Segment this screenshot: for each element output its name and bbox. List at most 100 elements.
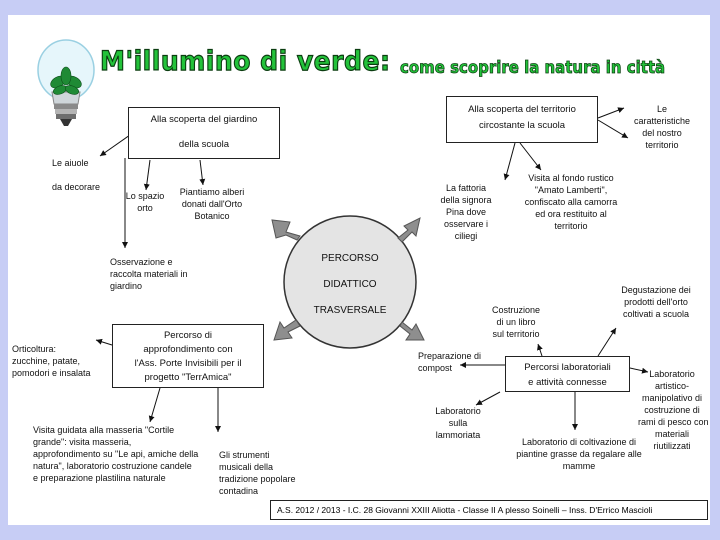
note-fondo-line: Visita al fondo rustico	[528, 173, 614, 183]
note-masseria-line: Visita guidata alla masseria "Cortile	[33, 425, 175, 435]
note-osservazione-line: Osservazione e	[110, 257, 173, 267]
note-artistico-line: artistico-	[654, 381, 689, 391]
note-masseria-line: approfondimento su "Le api, amiche della	[33, 449, 199, 459]
note-degustazione-line: prodotti dell'orto	[624, 297, 688, 307]
note-libro-line: di un libro	[496, 317, 536, 327]
note-orticoltura-line: zucchine, patate,	[12, 356, 81, 366]
note-strumenti-line: tradizione popolare	[219, 474, 296, 484]
note-fattoria-line: osservare i	[443, 219, 488, 229]
note-compost-line: Preparazione di	[418, 351, 482, 361]
note-piantine-line: mamme	[562, 461, 596, 471]
note-fondo-line: territorio	[554, 221, 588, 231]
note-osservazione-line: giardino	[110, 281, 143, 291]
note-masseria: Visita guidata alla masseria "Cortile gra…	[33, 424, 198, 484]
center-line-1: PERCORSO	[321, 253, 379, 264]
note-libro: Costruzione di un libro sul territorio	[484, 304, 548, 340]
note-strumenti-line: Gli strumenti	[219, 450, 270, 460]
note-artistico-line: manipolativo di	[641, 393, 703, 403]
labs-box: Percorsi laboratoriali e attività connes…	[505, 356, 630, 392]
note-orticoltura: Orticoltura: zucchine, patate, pomodori e …	[12, 343, 91, 379]
deepening-box-line-4: progetto "TerrAmica"	[144, 372, 232, 383]
note-strumenti-line: contadina	[219, 486, 259, 496]
territory-box-line-1: Alla scoperta del territorio	[468, 104, 576, 115]
center-line-2: DIDATTICO	[323, 279, 377, 290]
arrow-to-territory	[397, 217, 421, 243]
note-caratteristiche-line: territorio	[645, 140, 679, 150]
note-fondo-line: ed ora restituito al	[535, 209, 607, 219]
territory-box: Alla scoperta del territorio circostante…	[446, 96, 598, 143]
note-lammoriata-line: sulla	[448, 418, 468, 428]
note-orto-line: orto	[137, 203, 153, 213]
note-masseria-line: grande": visita masseria,	[33, 437, 132, 447]
labs-box-line-2: e attività connesse	[528, 377, 607, 388]
note-strumenti-line: musicali della	[219, 462, 274, 472]
note-alberi-line: Piantiamo alberi	[179, 187, 245, 197]
note-caratteristiche: Le caratteristiche del nostro territorio	[622, 103, 702, 151]
note-artistico-line: Laboratorio	[649, 369, 695, 379]
note-fattoria-line: ciliegi	[454, 231, 478, 241]
note-fondo: Visita al fondo rustico "Amato Lamberti",…	[516, 172, 626, 232]
garden-box-line-1: Alla scoperta del giardino	[150, 114, 258, 125]
arrow-to-deepening	[273, 319, 301, 341]
sub-title: come scoprire la natura in città	[400, 58, 666, 79]
main-title: M'illumino di verde:	[99, 45, 391, 77]
arrow-to-garden	[271, 219, 301, 241]
note-masseria-line: e preparazione plastilina naturale	[33, 473, 166, 483]
note-degustazione-line: Degustazione dei	[621, 285, 691, 295]
note-artistico-line: riutilizzati	[653, 441, 691, 451]
note-piantine-line: Laboratorio di coltivazione di	[521, 437, 637, 447]
deepening-box-line-1: Percorso di	[163, 330, 213, 341]
note-fondo-line: confiscato alla camorra	[524, 197, 618, 207]
note-caratteristiche-line: caratteristiche	[633, 116, 691, 126]
note-masseria-line: natura", laboratorio costruzione candele	[33, 461, 192, 471]
center-line-3: TRASVERSALE	[313, 305, 387, 316]
garden-box-line-2: della scuola	[178, 139, 230, 150]
footer-credits: A.S. 2012 / 2013 - I.C. 28 Giovanni XXII…	[270, 500, 708, 520]
deepening-box-line-3: l'Ass. Porte Invisibili per il	[134, 358, 242, 369]
note-caratteristiche-line: del nostro	[642, 128, 682, 138]
note-osservazione: Osservazione e raccolta materiali in giard…	[110, 256, 188, 292]
note-lammoriata-line: Laboratorio	[435, 406, 481, 416]
note-aiuole-line	[52, 169, 100, 181]
note-orto-line: Lo spazio	[125, 191, 165, 201]
note-aiuole-line: da decorare	[52, 182, 101, 192]
note-compost: Preparazione di compost	[418, 350, 481, 374]
note-aiuole-line: Le aiuole	[52, 158, 89, 168]
labs-box-line-1: Percorsi laboratoriali	[524, 362, 611, 373]
center-circle	[283, 215, 417, 349]
note-fattoria-line: Pina dove	[445, 207, 487, 217]
note-libro-line: sul territorio	[492, 329, 540, 339]
note-fattoria-line: La fattoria	[445, 183, 487, 193]
garden-box: Alla scoperta del giardino della scuola	[128, 107, 280, 159]
note-orto: Lo spazio orto	[120, 190, 170, 214]
note-aiuole: Le aiuole da decorare	[52, 157, 100, 193]
note-degustazione: Degustazione dei prodotti dell'orto coltiv…	[608, 284, 704, 320]
note-orticoltura-line: Orticoltura:	[12, 344, 57, 354]
note-compost-line: compost	[418, 363, 453, 373]
note-strumenti: Gli strumenti musicali della tradizione po…	[219, 449, 296, 497]
note-piantine: Laboratorio di coltivazione di piantine g…	[516, 436, 642, 472]
note-fondo-line: "Amato Lamberti",	[534, 185, 608, 195]
note-lammoriata-line: lammoriata	[435, 430, 481, 440]
note-artistico-line: rami di pesco con	[638, 417, 709, 427]
arrow-to-labs	[399, 321, 425, 341]
note-alberi-line: donati dall'Orto	[181, 199, 243, 209]
note-osservazione-line: raccolta materiali in	[110, 269, 188, 279]
note-alberi-line: Botanico	[194, 211, 230, 221]
note-piantine-line: piantine grasse da regalare alle	[516, 449, 642, 459]
note-libro-line: Costruzione	[491, 305, 541, 315]
note-lammoriata: Laboratorio sulla lammoriata	[428, 405, 488, 441]
note-degustazione-line: coltivati a scuola	[622, 309, 690, 319]
note-artistico-line: costruzione di	[644, 405, 700, 415]
note-caratteristiche-line: Le	[656, 104, 667, 114]
deepening-box-line-2: approfondimento con	[143, 344, 233, 355]
territory-box-line-2: circostante la scuola	[478, 120, 566, 131]
note-fattoria-line: della signora	[440, 195, 492, 205]
note-orticoltura-line: pomodori e insalata	[12, 368, 91, 378]
note-artistico: Laboratorio artistico-manipolativo di cost…	[638, 368, 709, 452]
deepening-box: Percorso di approfondimento con l'Ass. P…	[112, 324, 264, 388]
